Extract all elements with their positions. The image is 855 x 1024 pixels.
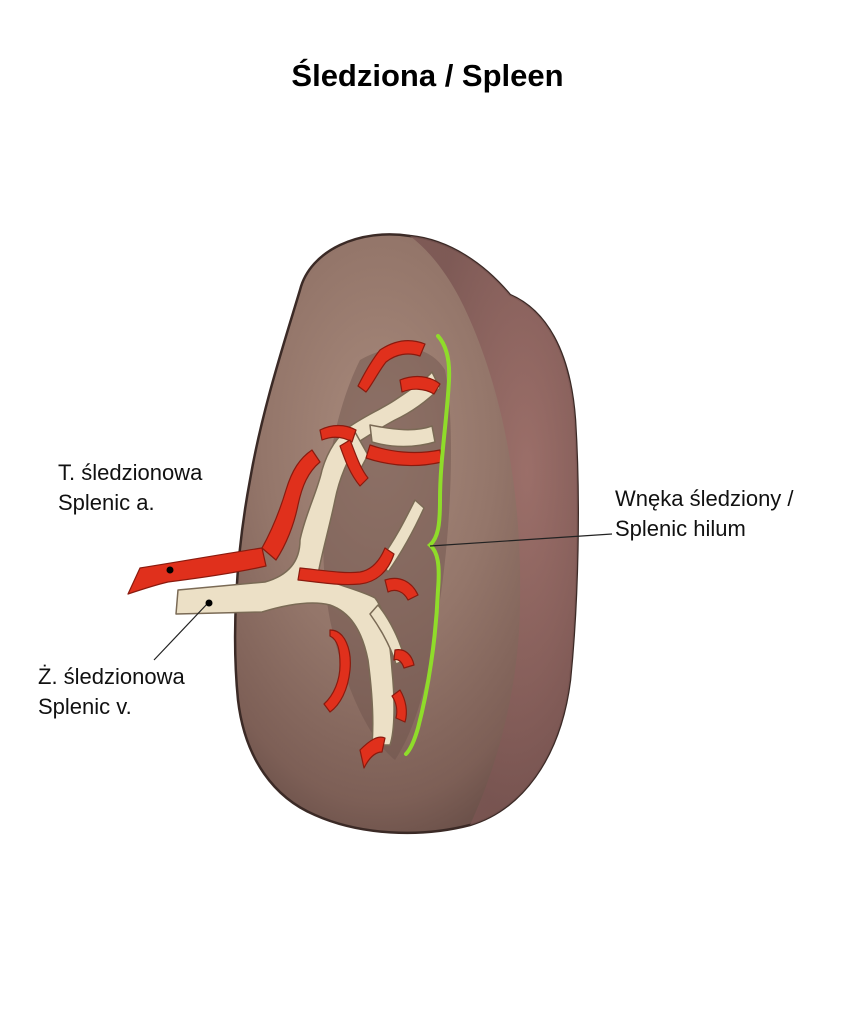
splenic-artery [127, 340, 443, 769]
vein-label-line1: Ż. śledzionowa [38, 664, 185, 689]
artery-label-line2: Splenic a. [58, 490, 155, 515]
hilum-label: Wnęka śledziony / Splenic hilum [615, 484, 794, 544]
vein-leader-line [153, 602, 209, 661]
hilum-label-line2: Splenic hilum [615, 516, 746, 541]
hilum-bracket [404, 334, 452, 756]
vein-pointer-dot [205, 599, 213, 607]
page-title: Śledziona / Spleen [291, 58, 564, 93]
vein-label: Ż. śledzionowa Splenic v. [38, 662, 185, 722]
artery-pointer-dot [166, 566, 174, 574]
hilum-label-line1: Wnęka śledziony / [615, 486, 794, 511]
splenic-vein [175, 371, 441, 746]
artery-label-line1: T. śledzionowa [58, 460, 203, 485]
hilum-leader-line [429, 533, 613, 547]
spleen-rim [410, 236, 578, 825]
vein-label-line2: Splenic v. [38, 694, 132, 719]
artery-label: T. śledzionowa Splenic a. [58, 458, 202, 518]
